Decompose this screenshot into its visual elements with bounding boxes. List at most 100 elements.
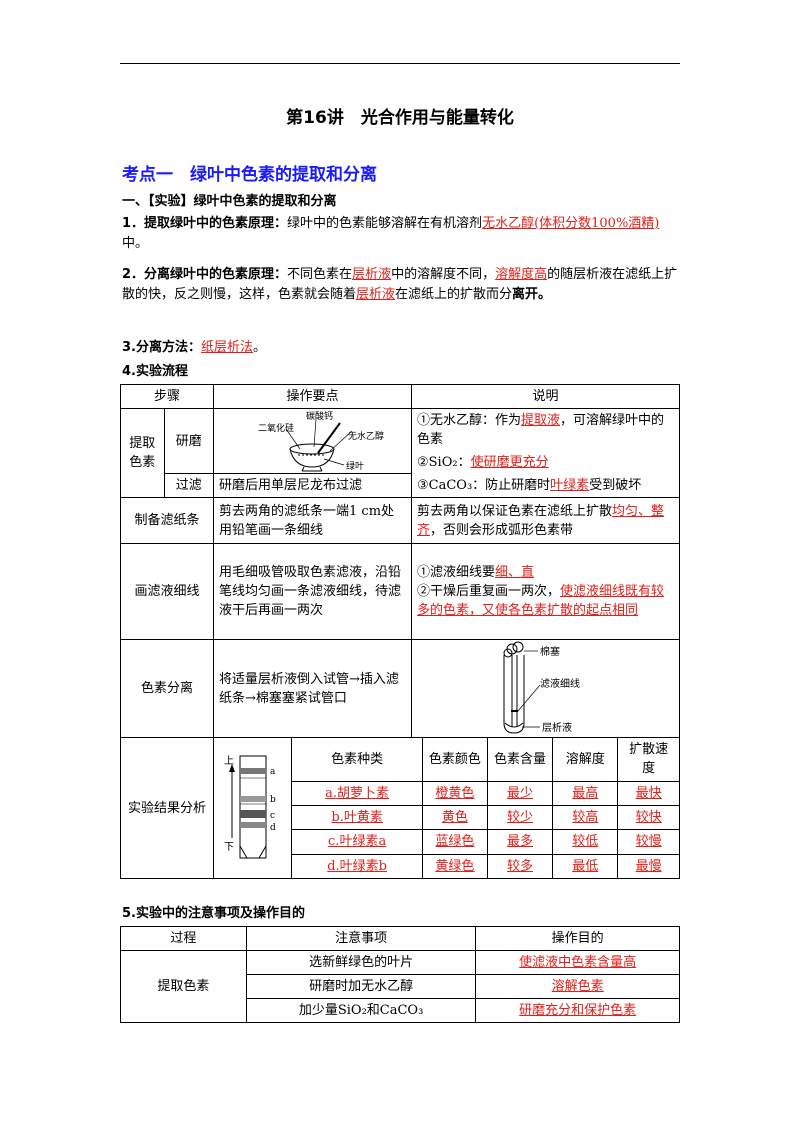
draw-note-b: ②干燥后重复画一两次，: [417, 584, 561, 599]
flow-row-draw: 画滤液细线 用毛细吸管吸取色素滤液，沿铅笔线均匀画一条滤液细线，待滤液干后再画一…: [119, 543, 680, 640]
flow-header-step: 步骤: [119, 384, 215, 409]
result-cell: 橙黄色: [421, 780, 488, 806]
result-cell: 较少: [486, 804, 554, 831]
flow-grind-label: 研磨: [163, 408, 215, 474]
result-table: 上 下 a b: [214, 738, 679, 878]
pigment-strip-figure: 上 下 a b: [224, 755, 276, 859]
sep-figure-cell: 棉塞 滤液细线 层析液: [411, 639, 680, 738]
flow-filter-label: 过滤: [163, 473, 215, 498]
p1-label: 1．提取绿叶中的色素原理：: [122, 216, 288, 231]
notes-purpose-cell: 使滤液中色素含量高: [475, 950, 680, 975]
fig-label-silica: 二氧化硅: [258, 422, 294, 434]
paragraph-1: 1．提取绿叶中的色素原理：绿叶中的色素能够溶解在有机溶剂无水乙醇(体积分数100…: [122, 214, 682, 254]
result-cell: b.叶黄素: [291, 804, 423, 831]
draw-note-answer-2: 使滤液细线既有较多的色素，又使各色素扩散的起点相同: [417, 584, 665, 618]
table-row: a.胡萝卜素 橙黄色 最少 最高 最快: [214, 780, 679, 806]
notes-purpose-cell: 研磨充分和保护色素: [475, 998, 680, 1023]
flow-filter-op: 研磨后用单层尼龙布过滤: [213, 473, 412, 498]
test-tube-figure: 棉塞 滤液细线 层析液: [503, 641, 580, 734]
p1-text: 绿叶中的色素能够溶解在有机溶剂: [287, 216, 483, 231]
header-rule: [120, 63, 680, 64]
draw-note-a: ①滤液细线要: [417, 565, 496, 580]
notes-caution-cell: 研磨时加无水乙醇: [245, 974, 477, 999]
paragraph-4-label: 4.实验流程: [122, 364, 188, 379]
flow-sep-label: 色素分离: [119, 639, 215, 738]
result-cell: 较高: [552, 804, 619, 831]
grind-note-1a: ①无水乙醇：作为: [417, 413, 522, 428]
flow-draw-op: 用毛细吸管吸取色素滤液，沿铅笔线均匀画一条滤液细线，待滤液干后再画一两次: [213, 543, 412, 640]
strip-label-top: 上: [224, 755, 234, 767]
p2-text-3: 的随层析液在滤纸上扩散的快，反之则慢，这样，色素就会随着: [122, 267, 678, 302]
subheading: 一、【实验】绿叶中色素的提取和分离: [122, 194, 337, 209]
band-label-b: b: [270, 795, 276, 805]
grind-note-2a: ②SiO₂：: [417, 455, 471, 470]
result-cell: 较慢: [617, 829, 679, 855]
grind-note-3b: 受到破坏: [589, 478, 642, 493]
strip-figure-cell: 上 下 a b: [214, 738, 293, 878]
result-cell: 较低: [552, 829, 619, 855]
band-label-a: a: [270, 767, 276, 777]
flow-row-filter: 过滤 研磨后用单层尼龙布过滤: [121, 473, 680, 498]
result-cell: 黄色: [421, 804, 488, 831]
fig-label-caco3: 碳酸钙: [306, 410, 333, 422]
fig-label-ethanol: 无水乙醇: [348, 430, 384, 442]
p3-tail: 。: [253, 340, 267, 355]
result-cell: 较多: [486, 853, 554, 878]
p3-label: 3.分离方法：: [122, 340, 201, 355]
flow-row-paper: 制备滤纸条 剪去两角的滤纸条一端1 cm处用铅笔画一条细线 剪去两角以保证色素在…: [119, 497, 680, 544]
table-row: 提取色素 选新鲜绿色的叶片 使滤液中色素含量高: [120, 950, 680, 1023]
flow-header-op: 操作要点: [213, 384, 412, 409]
notes-table: 过程 注意事项 操作目的 提取色素 选新鲜绿色的叶片 使滤液中色素含量高 研磨时…: [120, 926, 680, 1023]
fig-label-cotton: 棉塞: [540, 645, 560, 658]
paper-note-answer: 均匀、整齐: [417, 503, 665, 538]
notes-purpose-cell: 溶解色素: [475, 974, 680, 999]
flow-table: 步骤 操作要点 说明 提取色素 研磨 二氧化硅: [119, 384, 680, 879]
p2-text-4: 在滤纸上的扩散而分: [395, 287, 513, 302]
table-row: c.叶绿素a 蓝绿色 最多 较低 较慢: [214, 829, 679, 855]
p2-answer-2: 溶解度高: [495, 267, 548, 282]
fig-label-filter-line: 滤液细线: [540, 677, 580, 690]
flow-extract-label: 提取色素: [120, 408, 165, 498]
table-row: 研磨时加无水乙醇 溶解色素: [121, 974, 680, 999]
flow-row-sep: 色素分离 将适量层析液倒入试管→插入滤纸条→棉塞塞紧试管口 棉塞 滤液细线 层析…: [119, 639, 680, 738]
section-heading: 考点一 绿叶中色素的提取和分离: [122, 165, 377, 185]
result-header-speed: 扩散速度: [617, 738, 679, 782]
result-header-amount: 色素含量: [486, 738, 554, 782]
p2-text-5: 离开。: [512, 287, 552, 302]
flow-header-note: 说明: [411, 384, 680, 409]
result-header-row: 上 下 a b: [214, 738, 679, 878]
flow-paper-label: 制备滤纸条: [119, 497, 215, 544]
result-header-solubility: 溶解度: [552, 738, 619, 782]
fig-label-leaf: 绿叶: [346, 460, 364, 472]
flow-sep-op: 将适量层析液倒入试管→插入滤纸条→棉塞塞紧试管口: [213, 639, 412, 738]
result-cell: 最低: [552, 853, 619, 878]
grind-note-1b: ，可溶解绿叶中的色素: [417, 413, 665, 447]
notes-header-row: 过程 注意事项 操作目的: [120, 926, 680, 951]
grind-note-3a: ③CaCO₃：防止研磨时: [417, 478, 551, 493]
p2-answer-1: 层析液: [352, 267, 392, 282]
p2-label: 2．分离绿叶中的色素原理：: [122, 267, 288, 282]
result-cell: 较快: [617, 804, 679, 831]
result-header-color: 色素颜色: [421, 738, 488, 782]
p3-answer: 纸层析法: [200, 340, 253, 355]
fig-label-solvent: 层析液: [542, 721, 572, 734]
notes-process-label: 提取色素: [120, 950, 247, 1023]
result-cell: 黄绿色: [421, 853, 488, 878]
flow-row-grind: 提取色素 研磨 二氧化硅 碳酸钙 无水乙醇 绿叶: [120, 408, 680, 498]
result-header-type: 色素种类: [291, 738, 423, 782]
band-label-c: c: [270, 811, 275, 821]
paragraph-2: 2．分离绿叶中的色素原理：不同色素在层析液中的溶解度不同，溶解度高的随层析液在滤…: [122, 265, 682, 305]
band-label-d: d: [270, 823, 276, 833]
mortar-figure: 二氧化硅 碳酸钙 无水乙醇 绿叶: [258, 410, 384, 472]
result-cell: 最多: [486, 829, 554, 855]
strip-label-bottom: 下: [224, 842, 234, 853]
grind-note-cell: ①无水乙醇：作为提取液，可溶解绿叶中的色素 ②SiO₂：使研磨更充分 ③CaCO…: [411, 408, 680, 498]
p1-tail: 中。: [122, 236, 149, 251]
flow-draw-note: ①滤液细线要细、直 ②干燥后重复画一两次，使滤液细线既有较多的色素，又使各色素扩…: [411, 543, 680, 640]
table-row: d.叶绿素b 黄绿色 较多 最低 最慢: [214, 853, 679, 878]
flow-paper-op: 剪去两角的滤纸条一端1 cm处用铅笔画一条细线: [213, 497, 412, 544]
notes-caution-cell: 选新鲜绿色的叶片: [245, 950, 477, 975]
paragraph-5-label: 5.实验中的注意事项及操作目的: [122, 906, 305, 921]
flow-result-label: 实验结果分析: [119, 737, 215, 879]
